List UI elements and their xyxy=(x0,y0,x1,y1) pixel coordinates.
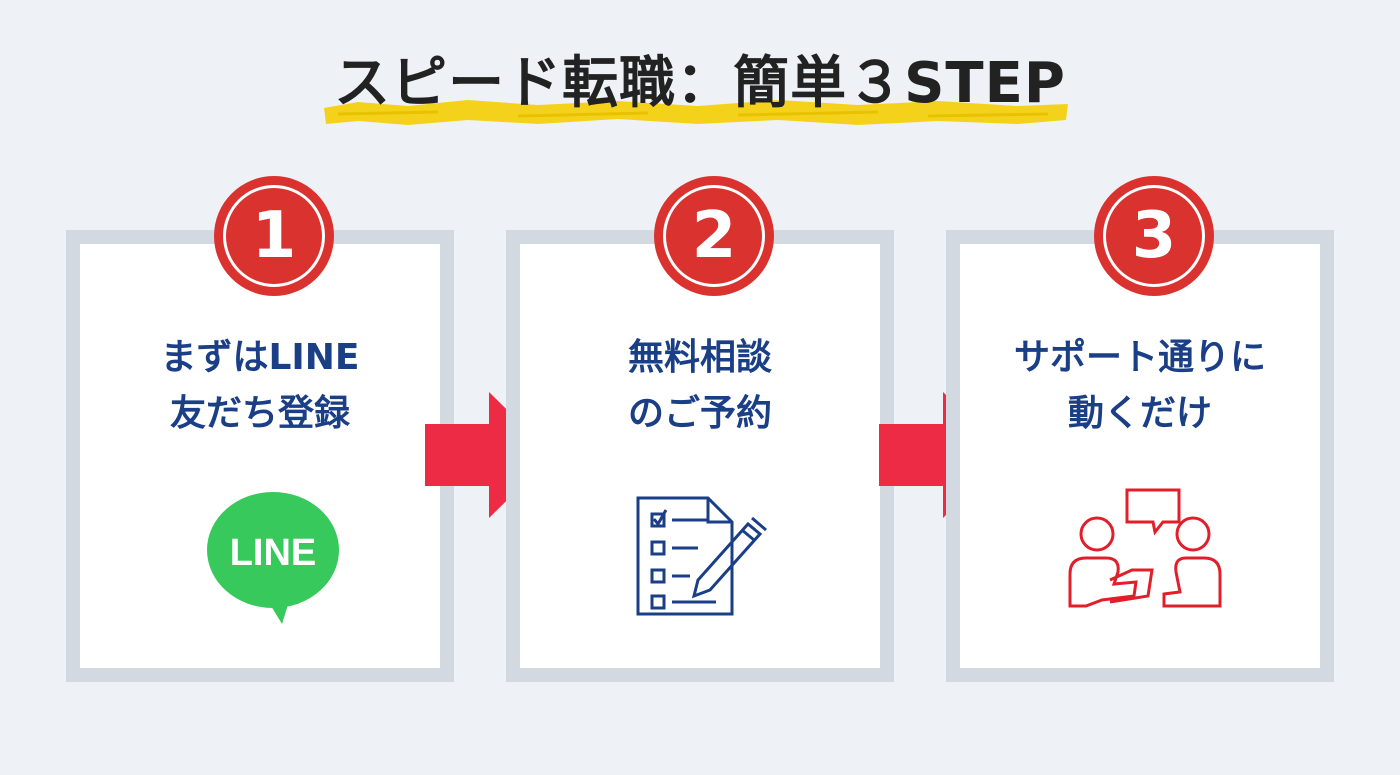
step-3: 3 サポート通りに 動くだけ xyxy=(946,176,1334,682)
step-1-number: 1 xyxy=(251,199,297,273)
step-3-label-line1: サポート通りに xyxy=(1013,337,1266,378)
step-2-badge: 2 xyxy=(654,176,774,296)
step-1-card: 1 まずはLINE 友だち登録 LINE xyxy=(80,176,440,668)
step-2-number: 2 xyxy=(691,199,737,273)
step-1-label-line2: 友だち登録 xyxy=(169,393,350,434)
step-1: 1 まずはLINE 友だち登録 LINE xyxy=(66,176,454,682)
page-title: スピード転職：簡単３STEP xyxy=(334,51,1066,116)
step-3-label-line2: 動くだけ xyxy=(1067,393,1212,434)
consultation-icon xyxy=(960,484,1320,634)
step-3-number: 3 xyxy=(1131,199,1177,273)
line-logo-icon: LINE xyxy=(80,484,440,634)
title-highlight-stroke xyxy=(324,100,1068,125)
checklist-pen-icon xyxy=(520,484,880,634)
step-2: 2 無料相談 のご予約 xyxy=(506,176,894,682)
step-2-card: 2 無料相談 のご予約 xyxy=(520,176,880,668)
step-3-label: サポート通りに 動くだけ xyxy=(960,330,1320,442)
step-2-label: 無料相談 のご予約 xyxy=(520,330,880,442)
title-area: スピード転職：簡単３STEP xyxy=(0,38,1400,138)
step-1-label: まずはLINE 友だち登録 xyxy=(80,330,440,442)
line-logo-text: LINE xyxy=(230,532,317,574)
step-3-card: 3 サポート通りに 動くだけ xyxy=(960,176,1320,668)
step-1-label-line1: まずはLINE xyxy=(160,337,360,378)
step-3-badge: 3 xyxy=(1094,176,1214,296)
step-2-label-line1: 無料相談 xyxy=(627,337,772,378)
step-2-label-line2: のご予約 xyxy=(627,393,772,434)
step-1-badge: 1 xyxy=(214,176,334,296)
